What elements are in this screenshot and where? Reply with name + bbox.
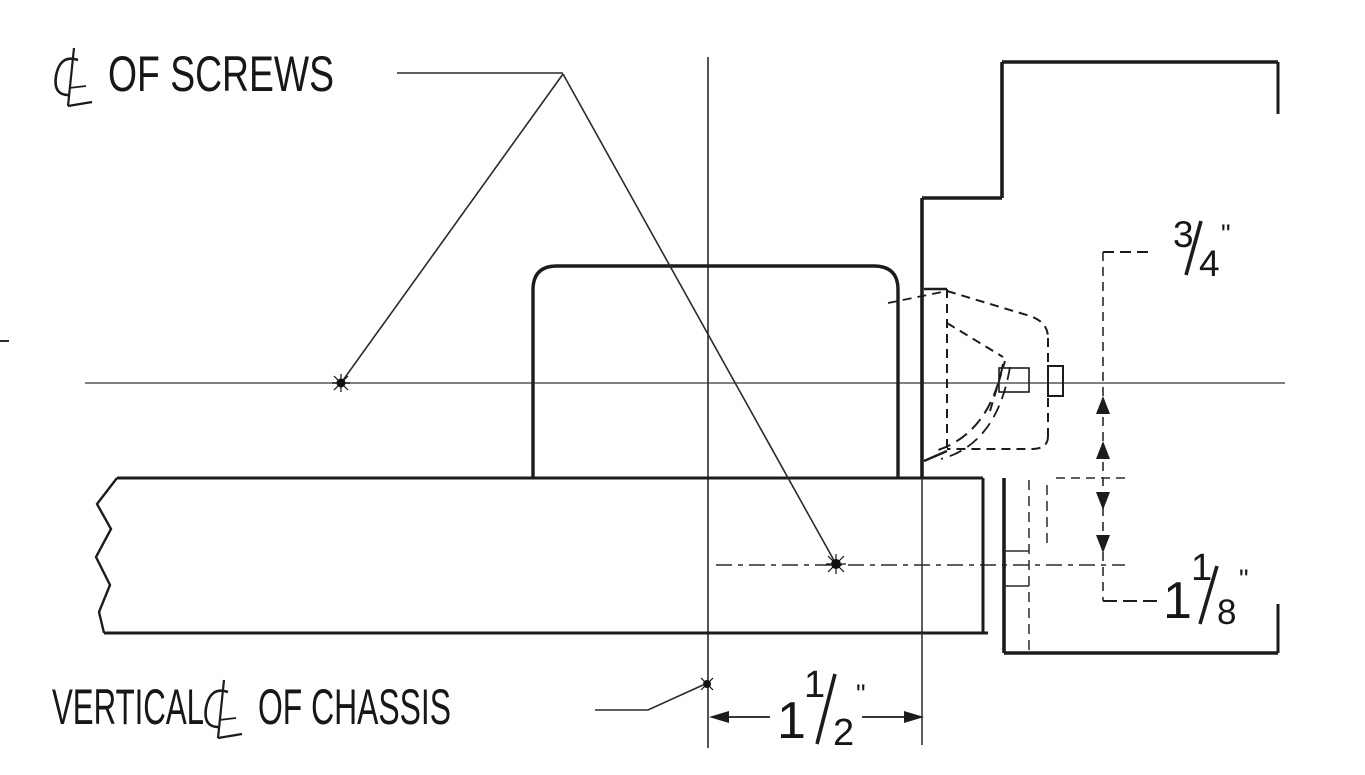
fastener-stud — [1047, 365, 1064, 397]
horizontal-dimension — [709, 711, 924, 723]
fraction-slash — [1198, 565, 1219, 625]
right-arrowhead — [904, 711, 924, 723]
centerline-symbol-bottom — [204, 678, 244, 740]
fraction-slash — [1184, 220, 1203, 276]
screws-leader-left — [340, 73, 564, 384]
fastener-bottom-tick — [923, 449, 948, 463]
left-arrowhead — [709, 711, 729, 723]
chassis-outline — [94, 476, 988, 635]
dim-1-1-8-unit: " — [1239, 564, 1249, 594]
fastener-nut-body — [998, 367, 1030, 393]
labels: OF SCREWS VERTICAL OF CHASSIS — [52, 46, 451, 740]
fastener-cone-upper — [946, 322, 1004, 358]
fastener-cone-lower — [989, 360, 1006, 412]
chassis-break-line — [94, 477, 118, 634]
fastener-spring-arc-2 — [940, 366, 1011, 460]
fastener-spring-arc — [931, 363, 1004, 453]
centerline-symbol-top — [54, 46, 94, 108]
down-arrowhead — [1096, 492, 1110, 510]
dim-3-4-numerator: 3 — [1173, 214, 1194, 255]
housing-outline — [531, 264, 900, 478]
fastener-top-hidden — [946, 290, 1049, 339]
centerlines — [0, 57, 1285, 748]
fastener-hidden-lines — [887, 287, 1064, 463]
dim-one-one-half-text: 1 1 2 " — [777, 664, 866, 754]
dim-1-1-2-numerator: 1 — [804, 664, 825, 706]
dim-3-4-denominator: 4 — [1199, 243, 1220, 284]
vertical-label: VERTICAL — [52, 679, 204, 735]
dim-1-1-8-numerator: 1 — [1191, 547, 1212, 589]
chassis-cl-leader — [595, 684, 704, 711]
dim-1-1-2-denominator: 2 — [833, 712, 854, 754]
up-arrowhead-2 — [1096, 441, 1110, 459]
fraction-slash — [815, 673, 837, 745]
of-chassis-label: OF CHASSIS — [258, 679, 451, 735]
dim-1-1-8-whole: 1 — [1163, 572, 1192, 630]
dim-1-1-8-denominator: 8 — [1217, 593, 1236, 632]
dim-three-quarter-text: 3 4 " — [1173, 214, 1231, 284]
dim-one-one-eighth-text: 1 1 8 " — [1163, 547, 1249, 632]
rack-panel-outline — [920, 60, 1280, 745]
cl-of-screws-label: OF SCREWS — [108, 46, 334, 102]
up-arrowhead — [1096, 396, 1110, 414]
chassis-cl-mark — [700, 677, 714, 691]
screw-retainer-housing — [531, 264, 900, 478]
dim-3-4-unit: " — [1221, 219, 1231, 249]
lower-screw-mark — [826, 554, 846, 574]
fastener-bottom-hidden — [947, 435, 1049, 450]
fastener-flare-hidden — [887, 290, 948, 304]
dim-1-1-2-unit: " — [856, 679, 866, 709]
screw-leaders — [332, 72, 846, 711]
screws-leader-right — [562, 73, 837, 565]
upper-screw-mark — [332, 374, 350, 392]
dim-1-1-2-whole: 1 — [777, 692, 806, 750]
down-arrowhead-2 — [1096, 535, 1110, 553]
vertical-dimension-line — [1056, 251, 1158, 602]
